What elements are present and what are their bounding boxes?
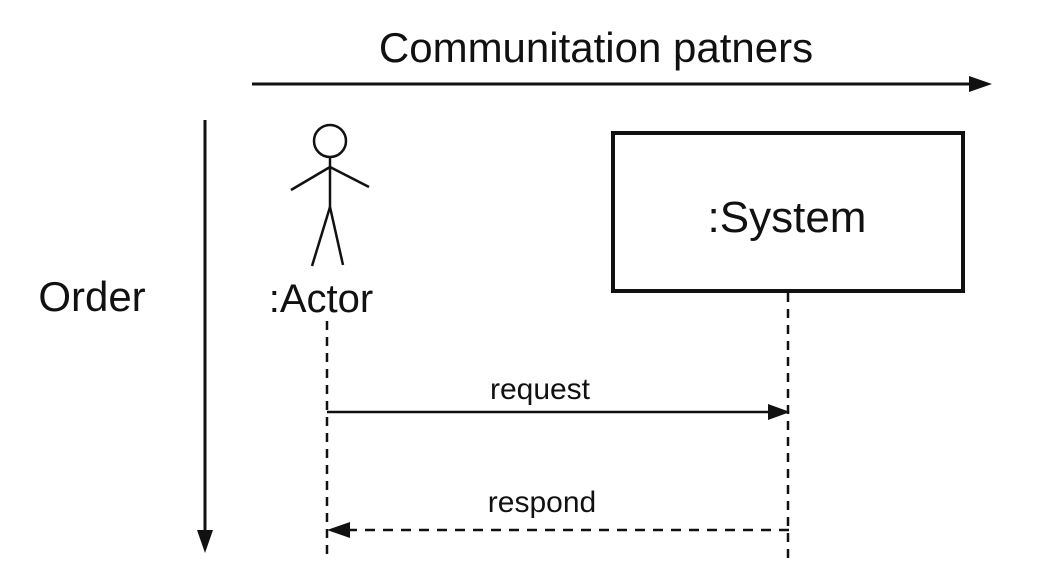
actor-label: :Actor [269,277,373,321]
actor-left-arm [290,165,331,192]
actor-stick-figure-icon [290,123,370,267]
right-arrowhead-icon [768,404,790,420]
request-message-arrow [327,404,790,420]
actor-left-leg [310,206,332,267]
down-arrowhead-icon [197,530,213,553]
system-box [611,131,965,293]
respond-message-arrow [327,522,790,538]
vertical-axis-arrow [197,120,213,553]
actor-right-leg [328,206,345,266]
right-arrowhead-icon [969,76,992,92]
actor-right-arm [329,165,370,189]
request-message-label: request [490,373,591,406]
system-label: :System [708,193,867,242]
horizontal-axis-arrow [252,76,992,92]
respond-message-label: respond [488,486,596,519]
order-axis-label: Order [38,273,145,320]
communication-partners-axis-label: Communitation patners [379,24,813,71]
left-arrowhead-icon [327,522,350,538]
actor-head [312,123,348,159]
